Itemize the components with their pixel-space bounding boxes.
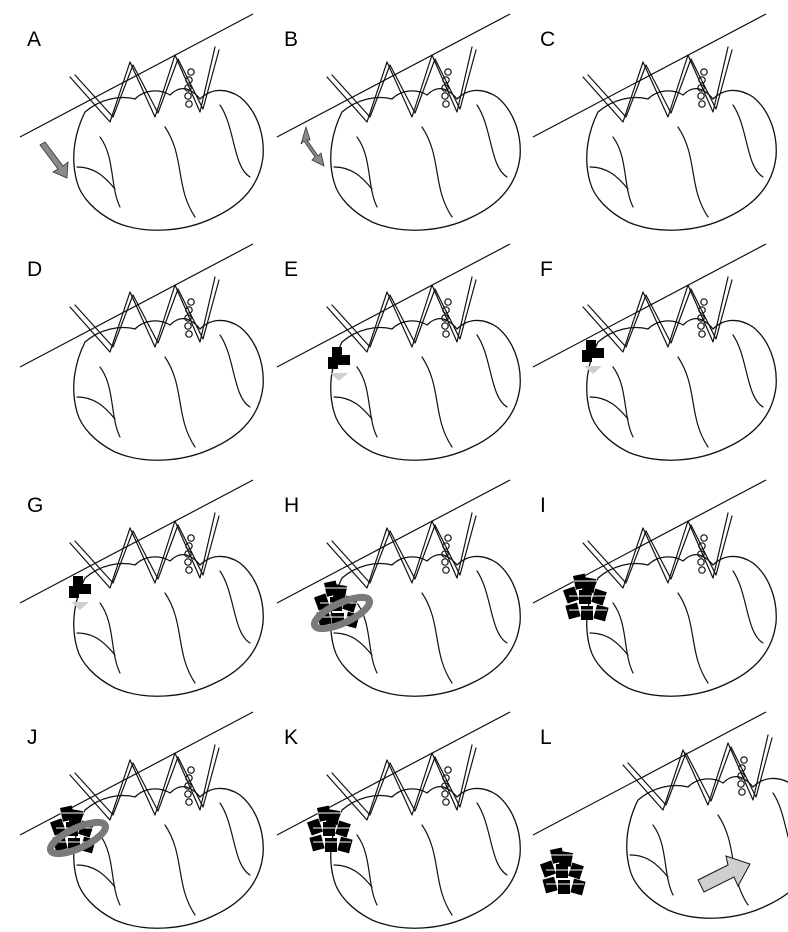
panel-h: H bbox=[277, 480, 520, 696]
detached-cluster bbox=[540, 848, 586, 896]
panel-l: L bbox=[533, 712, 788, 918]
structure-cluster bbox=[563, 574, 609, 622]
double-arrow-icon bbox=[301, 127, 324, 166]
panel-label: I bbox=[540, 494, 546, 517]
panel-i: I bbox=[533, 480, 776, 696]
panel-label: C bbox=[540, 28, 555, 51]
panel-f: F bbox=[533, 244, 776, 460]
larva-body bbox=[70, 47, 263, 230]
panel-label: G bbox=[27, 494, 43, 517]
larva-body bbox=[327, 47, 520, 230]
panel-grid: A B C D E F G H I J K L bbox=[20, 14, 788, 928]
panel-j: J bbox=[20, 712, 263, 928]
panel-k: K bbox=[277, 712, 520, 928]
panel-label: H bbox=[284, 494, 299, 517]
panel-e: E bbox=[277, 244, 520, 460]
panel-a: A bbox=[20, 14, 263, 230]
larva-body bbox=[583, 47, 776, 230]
panel-label: B bbox=[284, 28, 298, 51]
larva-body bbox=[583, 513, 776, 696]
larva-body bbox=[70, 277, 263, 460]
panel-label: D bbox=[27, 258, 42, 281]
structure-cluster bbox=[307, 806, 353, 854]
panel-label: A bbox=[27, 28, 41, 51]
larva-body bbox=[327, 277, 520, 460]
panel-label: F bbox=[540, 258, 553, 281]
panel-c: C bbox=[533, 14, 776, 230]
larva-body bbox=[327, 745, 520, 928]
larva-body bbox=[583, 277, 776, 460]
panel-label: K bbox=[284, 726, 298, 749]
panel-label: J bbox=[27, 726, 38, 749]
panel-label: E bbox=[284, 258, 298, 281]
panel-d: D bbox=[20, 244, 263, 460]
panel-g: G bbox=[20, 480, 263, 696]
larva-body bbox=[70, 513, 263, 696]
panel-b: B bbox=[277, 14, 520, 230]
down-arrow-icon bbox=[40, 142, 68, 178]
panel-label: L bbox=[540, 726, 552, 749]
